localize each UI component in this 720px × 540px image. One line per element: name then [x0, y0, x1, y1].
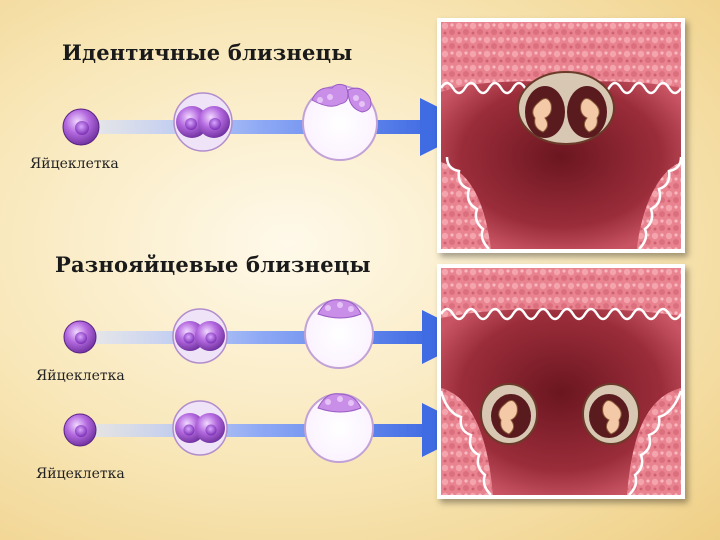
- arrow-shaft-2: [88, 331, 433, 344]
- uterus-panel-identical: [437, 18, 685, 253]
- two-cell-stage-1: [174, 93, 232, 151]
- uterus-illustration-fraternal: [441, 268, 681, 495]
- blastocyst-1: [303, 84, 377, 160]
- egg-label-2: Яйцеклетка: [36, 368, 125, 384]
- egg-label-1: Яйцеклетка: [30, 156, 119, 172]
- two-cell-stage-2: [173, 309, 227, 363]
- fraternal-row-2: [64, 394, 476, 462]
- uterus-panel-fraternal: [437, 264, 685, 499]
- arrow-shaft-3: [88, 424, 433, 437]
- two-cell-stage-3: [173, 401, 227, 455]
- identical-row: [63, 84, 478, 160]
- egg-cell-3: [64, 414, 96, 446]
- placenta-twin-1: [481, 384, 537, 444]
- blastocyst-2: [305, 300, 373, 368]
- arrow-shaft-1: [88, 120, 433, 134]
- identical-twins-title: Идентичные близнецы: [62, 40, 353, 65]
- uterus-illustration-identical: [441, 22, 681, 249]
- fraternal-twins-title: Разнояйцевые близнецы: [55, 252, 371, 277]
- egg-cell-1: [63, 109, 99, 145]
- shared-placenta-twins: [518, 72, 614, 144]
- egg-label-3: Яйцеклетка: [36, 466, 125, 482]
- fraternal-row-1: [64, 300, 476, 368]
- egg-cell-2: [64, 321, 96, 353]
- blastocyst-3: [305, 394, 373, 462]
- placenta-twin-2: [583, 384, 639, 444]
